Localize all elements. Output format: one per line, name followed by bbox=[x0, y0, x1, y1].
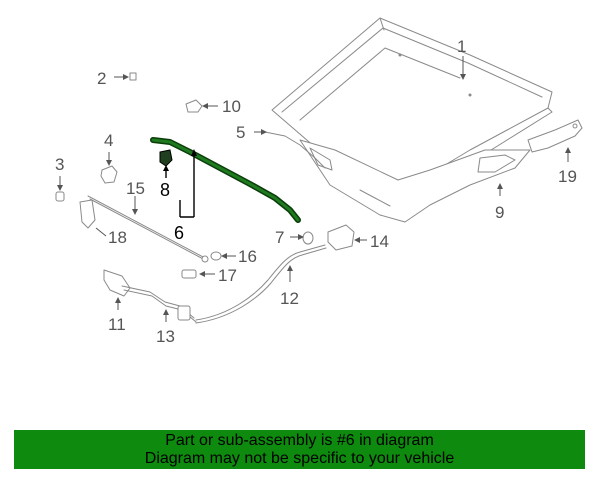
callout-8: 8 bbox=[160, 180, 170, 200]
callout-14: 14 bbox=[370, 232, 389, 251]
callout-10: 10 bbox=[222, 97, 241, 116]
callout-19: 19 bbox=[558, 167, 577, 186]
callout-3: 3 bbox=[55, 155, 64, 174]
callout-12: 12 bbox=[280, 289, 299, 308]
callout-18: 18 bbox=[108, 228, 127, 247]
leader-8 bbox=[163, 165, 169, 178]
leader-6-bracket bbox=[179, 149, 197, 218]
clip-part-17 bbox=[181, 269, 197, 279]
banner-line-2: Diagram may not be specific to your vehi… bbox=[144, 450, 455, 467]
callout-4: 4 bbox=[104, 131, 113, 150]
callout-1: 1 bbox=[457, 37, 466, 56]
clip-part-10 bbox=[185, 99, 203, 113]
part-info-banner: Part or sub-assembly is #6 in diagram Di… bbox=[14, 430, 585, 469]
callout-16: 16 bbox=[238, 247, 257, 266]
callout-6: 6 bbox=[174, 223, 184, 243]
seal-part-5 bbox=[264, 131, 326, 169]
bumper-part-7 bbox=[302, 231, 314, 245]
callout-15: 15 bbox=[126, 179, 145, 198]
bracket-part-18 bbox=[79, 199, 96, 229]
parts-diagram: 1 2 3 4 5 6 7 8 9 10 11 12 13 14 15 16 1… bbox=[55, 17, 583, 346]
callout-9: 9 bbox=[495, 203, 504, 222]
callout-13: 13 bbox=[156, 327, 175, 346]
callout-2: 2 bbox=[97, 69, 106, 88]
hood-inner-panel-part bbox=[299, 139, 531, 223]
bumper-part-4 bbox=[100, 165, 118, 184]
prop-rod-part-15 bbox=[87, 195, 209, 263]
hood-hinge-part bbox=[527, 119, 583, 153]
latch-part-14 bbox=[327, 224, 355, 251]
nut-part-2 bbox=[129, 72, 137, 81]
grommet-part-16 bbox=[210, 251, 222, 261]
clip-part-8 bbox=[159, 149, 173, 167]
callout-17: 17 bbox=[218, 266, 237, 285]
latch-handle-part-11 bbox=[103, 269, 131, 297]
callout-7: 7 bbox=[275, 228, 284, 247]
callout-11: 11 bbox=[108, 315, 126, 334]
release-cable-part-12 bbox=[195, 244, 327, 324]
highlighted-part-6 bbox=[150, 137, 301, 223]
leader-18 bbox=[95, 227, 107, 237]
callout-5: 5 bbox=[236, 123, 245, 142]
banner-line-1: Part or sub-assembly is #6 in diagram bbox=[165, 432, 434, 449]
release-lever-part-13 bbox=[121, 285, 197, 323]
bumper-part-3 bbox=[55, 191, 65, 202]
